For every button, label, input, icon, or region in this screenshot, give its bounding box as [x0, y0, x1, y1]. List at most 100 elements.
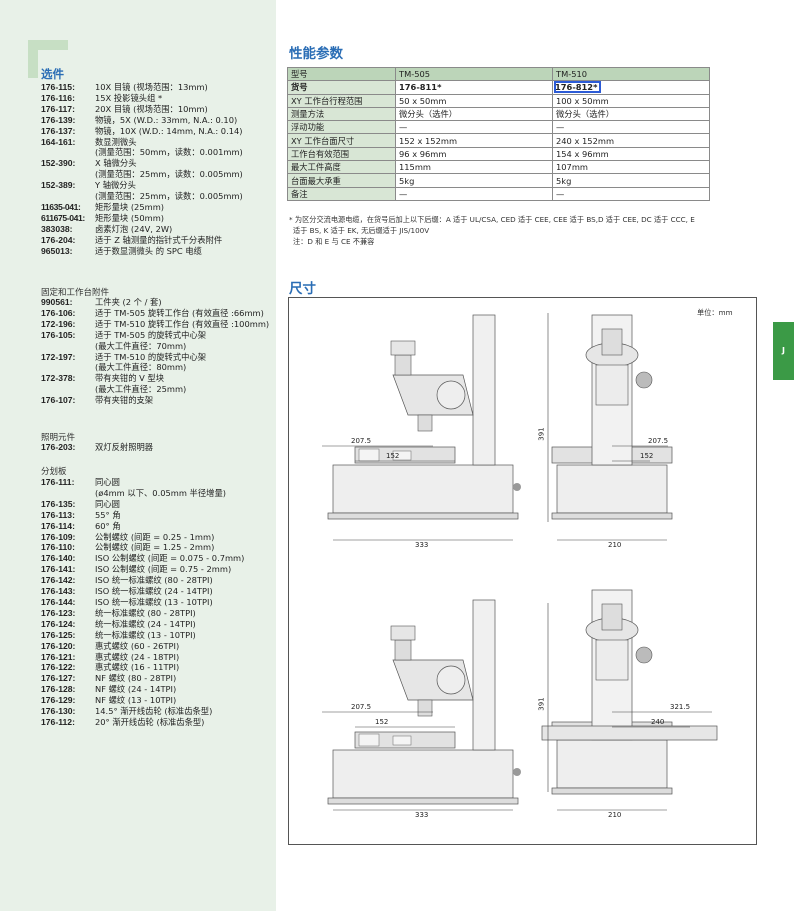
part-description: 矩形量块 (25mm) [95, 201, 165, 212]
part-description: 15X 投影镜头组 * [95, 92, 163, 103]
part-number: 172-196: [41, 318, 76, 329]
part-description: (最大工件直径：70mm) [95, 340, 187, 351]
list-item: 172-197:适于 TM-510 的旋转式中心架 [41, 352, 273, 363]
part-description: 双灯反射照明器 [95, 442, 154, 452]
part-description: ISO 统一标准螺纹 (24 - 14TPI) [95, 586, 213, 597]
part-description: 14.5° 渐开线齿轮 (标准齿条型) [95, 706, 213, 717]
dim-label: 333 [415, 811, 429, 819]
table-cell: 型号 [287, 66, 396, 82]
list-item: 176-125:统一标准螺纹 (13 - 10TPI) [41, 630, 273, 641]
part-description: 带有夹钳的 V 型块 [95, 373, 165, 384]
list-item: 990561: 工件夹 (2 个 / 套) [41, 297, 273, 308]
part-description: 20X 目镜 (视场范围：10mm) [95, 103, 208, 114]
part-description: 适于数显测微头 的 SPC 电缆 [95, 245, 202, 256]
table-cell: TM-505 [395, 66, 553, 82]
list-item: 176-143: ISO 统一标准螺纹 (24 - 14TPI) [41, 586, 273, 597]
part-description: 适于 TM-505 旋转工作台 (有效直径 :66mm) [95, 307, 264, 318]
part-number: 176-144: [41, 596, 76, 607]
part-description: 物镜，5X (W.D.: 33mm, N.A.: 0.10) [95, 114, 238, 125]
part-description: 公制螺纹 (间距 = 0.25 - 1mm) [95, 531, 215, 542]
table-cell: 50 x 50mm [395, 93, 553, 108]
part-number: 176-203: [41, 442, 76, 452]
part-number [41, 191, 95, 202]
part-number: 152-389: [41, 180, 76, 191]
list-item: 176-139: 物镜，5X (W.D.: 33mm, N.A.: 0.10) [41, 115, 273, 126]
list-item: 176-113:55° 角 [41, 510, 273, 521]
part-number: 176-135: [41, 498, 76, 509]
order-number-row: 货号 176-811* 176-812* [287, 80, 710, 95]
part-description: Y 轴微分头 [95, 180, 136, 191]
list-item: 176-137:物镜，10X (W.D.: 14mm, N.A.: 0.14) [41, 126, 273, 137]
reticle-label: 分划板 [41, 467, 67, 477]
dim-label: 391 [537, 427, 546, 441]
dimension-drawing-frame [288, 297, 757, 845]
list-item: 176-121:惠式螺纹 (24 - 18TPI) [41, 652, 273, 663]
footnote-1: * 为区分交流电源电缆，在货号后加上以下后缀：A 适于 UL/CSA, CED … [289, 215, 695, 224]
list-item: 176-105:适于 TM-505 的旋转式中心架 [41, 330, 273, 341]
table-cell: — [552, 120, 710, 135]
part-description: 20° 渐开线齿轮 (标准齿条型) [95, 716, 205, 727]
section-tab[interactable]: J [773, 322, 794, 380]
table-cell: 工作台有效范围 [287, 146, 396, 162]
table-cell: 152 x 152mm [395, 133, 553, 148]
part-number: 176-125: [41, 629, 76, 640]
dim-label: 152 [640, 452, 654, 460]
part-description: NF 螺纹 (80 - 28TPI) [95, 673, 177, 684]
optional-accessory-list: 176-115:10X 目镜 (视场范围：13mm)176-116:15X 投影… [41, 82, 273, 257]
table-cell: 测量方法 [287, 106, 396, 122]
table-cell: 115mm [395, 160, 553, 175]
table-cell: 最大工件高度 [287, 160, 396, 175]
part-number: 176-122: [41, 662, 76, 673]
list-item: 176-114:60° 角 [41, 521, 273, 532]
list-item: 176-117: 20X 目镜 (视场范围：10mm) [41, 104, 273, 115]
part-number: 164-161: [41, 136, 76, 147]
part-number: 176-114: [41, 520, 75, 531]
part-number: 176-139: [41, 114, 76, 125]
list-item: 611675-041:矩形量块 (50mm) [41, 213, 273, 224]
list-item: (最大工件直径：80mm) [41, 362, 273, 373]
table-cell: XY 工作台行程范围 [287, 93, 396, 108]
part-description: 卤素灯泡 (24V, 2W) [95, 223, 173, 234]
part-number: 965013: [41, 245, 73, 256]
part-number: 176-143: [41, 586, 76, 597]
table-cell: 5kg [395, 173, 553, 188]
dim-label: 210 [608, 811, 622, 819]
table-cell: 154 x 96mm [552, 146, 710, 162]
part-description: 公制螺纹 (间距 = 1.25 - 2mm) [95, 542, 215, 553]
part-number: 990561: [41, 297, 73, 307]
part-number: 176-110: [41, 542, 75, 553]
highlighted-order-number: 176-812* [554, 81, 602, 94]
table-cell: — [552, 186, 710, 201]
list-item: 383038:卤素灯泡 (24V, 2W) [41, 224, 273, 235]
table-cell: 176-811* [395, 80, 553, 95]
part-number: 176-117: [41, 103, 75, 114]
part-description: 惠式螺纹 (24 - 18TPI) [95, 651, 180, 662]
list-item: 176-129:NF 螺纹 (13 - 10TPI) [41, 695, 273, 706]
table-cell: 96 x 96mm [395, 146, 553, 162]
part-description: (测量范围：25mm，读数：0.005mm) [95, 169, 243, 180]
part-description: ISO 统一标准螺纹 (80 - 28TPI) [95, 575, 213, 586]
list-item: 176-116:15X 投影镜头组 * [41, 93, 273, 104]
list-item: 176-135:同心圆 [41, 499, 273, 510]
table-header-row: 型号 TM-505 TM-510 [287, 66, 710, 82]
part-description: (最大工件直径：80mm) [95, 362, 187, 373]
part-number [41, 147, 95, 158]
part-description: (最大工件直径：25mm) [95, 384, 187, 395]
fixture-label: 固定和工作台附件 [41, 288, 110, 298]
part-number: 176-112: [41, 716, 75, 727]
part-number: 176-127: [41, 673, 76, 684]
list-item: 176-120:惠式螺纹 (60 - 26TPI) [41, 641, 273, 652]
part-description: 工件夹 (2 个 / 套) [95, 297, 162, 307]
dim-label: 152 [386, 452, 400, 460]
list-item: 176-128:NF 螺纹 (24 - 14TPI) [41, 684, 273, 695]
list-item: 176-130:14.5° 渐开线齿轮 (标准齿条型) [41, 706, 273, 717]
list-item: 176-110: 公制螺纹 (间距 = 1.25 - 2mm) [41, 542, 273, 553]
list-item: (测量范围：50mm，读数：0.001mm) [41, 147, 273, 158]
part-number: 172-197: [41, 351, 76, 362]
part-number: 611675-041: [41, 212, 85, 223]
list-item: 176-144:ISO 统一标准螺纹 (13 - 10TPI) [41, 597, 273, 608]
unit-label: 单位：mm [697, 308, 733, 317]
dim-label: 207.5 [351, 703, 372, 711]
